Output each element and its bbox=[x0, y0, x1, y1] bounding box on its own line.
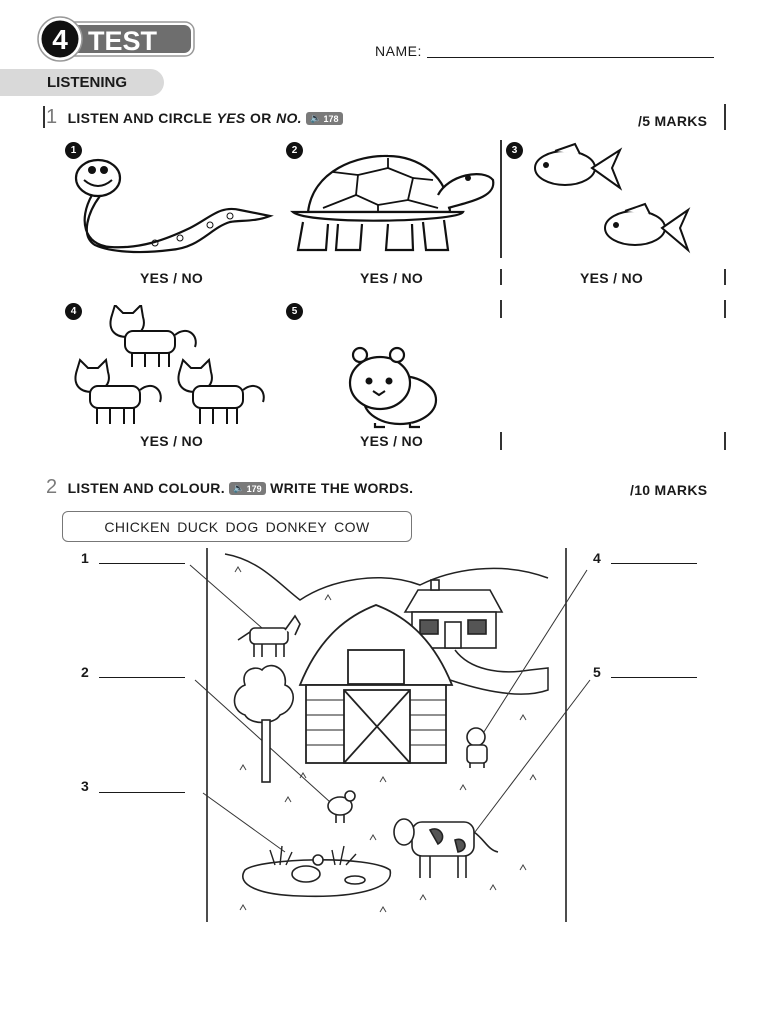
speaker-icon: 🔈 bbox=[233, 483, 245, 494]
answer-line[interactable] bbox=[611, 563, 697, 564]
tortoise-picture bbox=[290, 154, 495, 252]
chicken bbox=[327, 790, 356, 823]
divider bbox=[724, 269, 726, 285]
name-label: NAME: bbox=[375, 43, 422, 59]
test-label: TEST bbox=[88, 26, 158, 56]
audio-track-number: 179 bbox=[246, 483, 262, 494]
divider bbox=[500, 140, 502, 258]
fish-picture bbox=[534, 142, 691, 254]
yes-no-choice[interactable]: YES / NO bbox=[140, 270, 204, 286]
word-bank-item: DUCK bbox=[177, 518, 219, 535]
instruction-text: LISTEN AND CIRCLE bbox=[67, 110, 213, 126]
item-number-badge: 4 bbox=[65, 303, 82, 320]
item-number-badge: 1 bbox=[65, 142, 82, 159]
divider bbox=[500, 432, 502, 450]
donkey bbox=[237, 614, 301, 657]
yes-no-choice[interactable]: YES / NO bbox=[140, 433, 204, 449]
audio-track-button[interactable]: 🔈 178 bbox=[306, 112, 343, 126]
audio-track-number: 178 bbox=[323, 113, 339, 124]
exercise-2-heading: 2 LISTEN AND COLOUR. 🔈 179 WRITE THE WOR… bbox=[46, 476, 413, 499]
farmhouse bbox=[403, 579, 504, 649]
answer-number: 5 bbox=[593, 664, 601, 680]
speaker-icon: 🔈 bbox=[310, 113, 322, 124]
duck bbox=[291, 854, 324, 883]
tree bbox=[233, 664, 294, 783]
exercise-number: 1 bbox=[46, 106, 58, 128]
answer-line[interactable] bbox=[99, 792, 185, 793]
farm-scene bbox=[189, 548, 591, 922]
audio-track-button[interactable]: 🔈 179 bbox=[229, 482, 266, 496]
divider bbox=[724, 104, 726, 130]
exercise-number: 2 bbox=[46, 476, 58, 498]
yes-no-choice[interactable]: YES / NO bbox=[580, 270, 644, 286]
instruction-text: WRITE THE WORDS. bbox=[270, 480, 414, 496]
instruction-or: OR bbox=[250, 110, 272, 126]
divider bbox=[724, 432, 726, 450]
word-bank-item: DOG bbox=[225, 518, 259, 535]
word-bank-item: COW bbox=[334, 518, 370, 535]
dog bbox=[466, 727, 488, 768]
marks-label: /5 MARKS bbox=[638, 113, 708, 129]
marks-label: /10 MARKS bbox=[630, 482, 708, 498]
instruction-yes: YES bbox=[216, 110, 246, 126]
item-number-badge: 3 bbox=[506, 142, 523, 159]
exercise-1-heading: 1 LISTEN AND CIRCLE YES OR NO. 🔈 178 bbox=[46, 106, 343, 129]
yes-no-choice[interactable]: YES / NO bbox=[360, 433, 424, 449]
answer-number: 4 bbox=[593, 550, 601, 566]
answer-number: 2 bbox=[81, 664, 89, 680]
instruction-text: LISTEN AND COLOUR. bbox=[67, 480, 225, 496]
test-logo: 4 TEST bbox=[37, 16, 195, 62]
answer-line[interactable] bbox=[99, 677, 185, 678]
cow bbox=[393, 818, 499, 878]
word-bank-item: CHICKEN bbox=[104, 518, 171, 535]
word-bank-item: DONKEY bbox=[265, 518, 328, 535]
section-tab-listening: LISTENING bbox=[0, 69, 164, 96]
name-field[interactable] bbox=[427, 57, 714, 58]
snake-picture bbox=[74, 158, 274, 254]
item-number-badge: 5 bbox=[286, 303, 303, 320]
item-number-badge: 2 bbox=[286, 142, 303, 159]
answer-number: 1 bbox=[81, 550, 89, 566]
hamster-picture bbox=[348, 346, 438, 429]
divider bbox=[500, 300, 502, 318]
three-cats-picture bbox=[74, 305, 265, 424]
word-bank: CHICKEN DUCK DOG DONKEY COW bbox=[62, 511, 412, 542]
instruction-no: NO. bbox=[276, 110, 302, 126]
answer-number: 3 bbox=[81, 778, 89, 794]
divider bbox=[43, 106, 45, 128]
yes-no-choice[interactable]: YES / NO bbox=[360, 270, 424, 286]
divider bbox=[500, 269, 502, 285]
answer-line[interactable] bbox=[611, 677, 697, 678]
test-number: 4 bbox=[52, 24, 68, 55]
barn bbox=[298, 604, 454, 764]
answer-line[interactable] bbox=[99, 563, 185, 564]
divider bbox=[724, 300, 726, 318]
